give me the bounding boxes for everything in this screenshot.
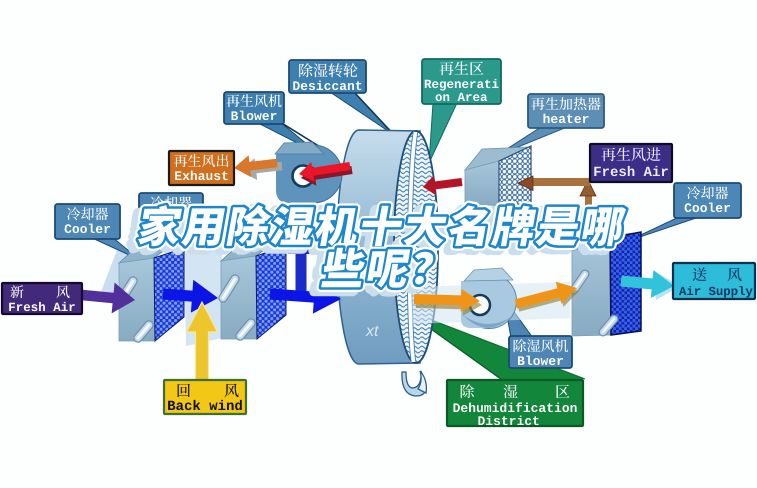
svg-text:xt: xt — [365, 323, 379, 340]
